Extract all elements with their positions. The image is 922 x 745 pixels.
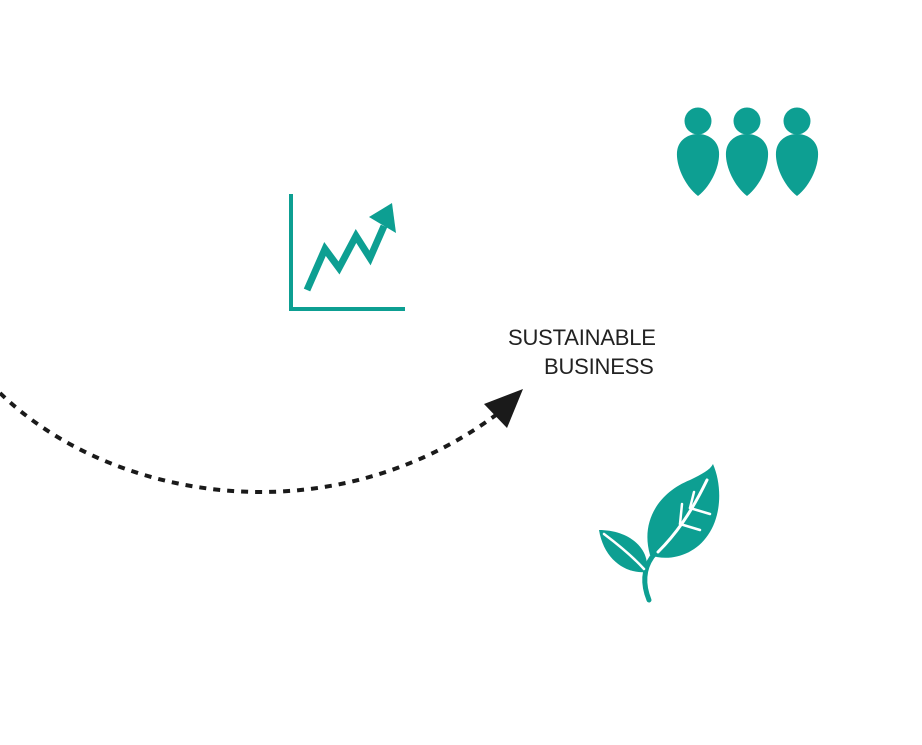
dotted-arrow bbox=[0, 389, 523, 494]
label-line-1: SUSTAINABLE bbox=[508, 325, 656, 350]
sustainable-business-label: SUSTAINABLE BUSINESS bbox=[500, 323, 690, 381]
growth-chart-icon bbox=[289, 194, 405, 311]
people-icon bbox=[676, 107, 819, 196]
plant-leaf-icon bbox=[599, 464, 720, 603]
label-line-2: BUSINESS bbox=[544, 354, 654, 379]
